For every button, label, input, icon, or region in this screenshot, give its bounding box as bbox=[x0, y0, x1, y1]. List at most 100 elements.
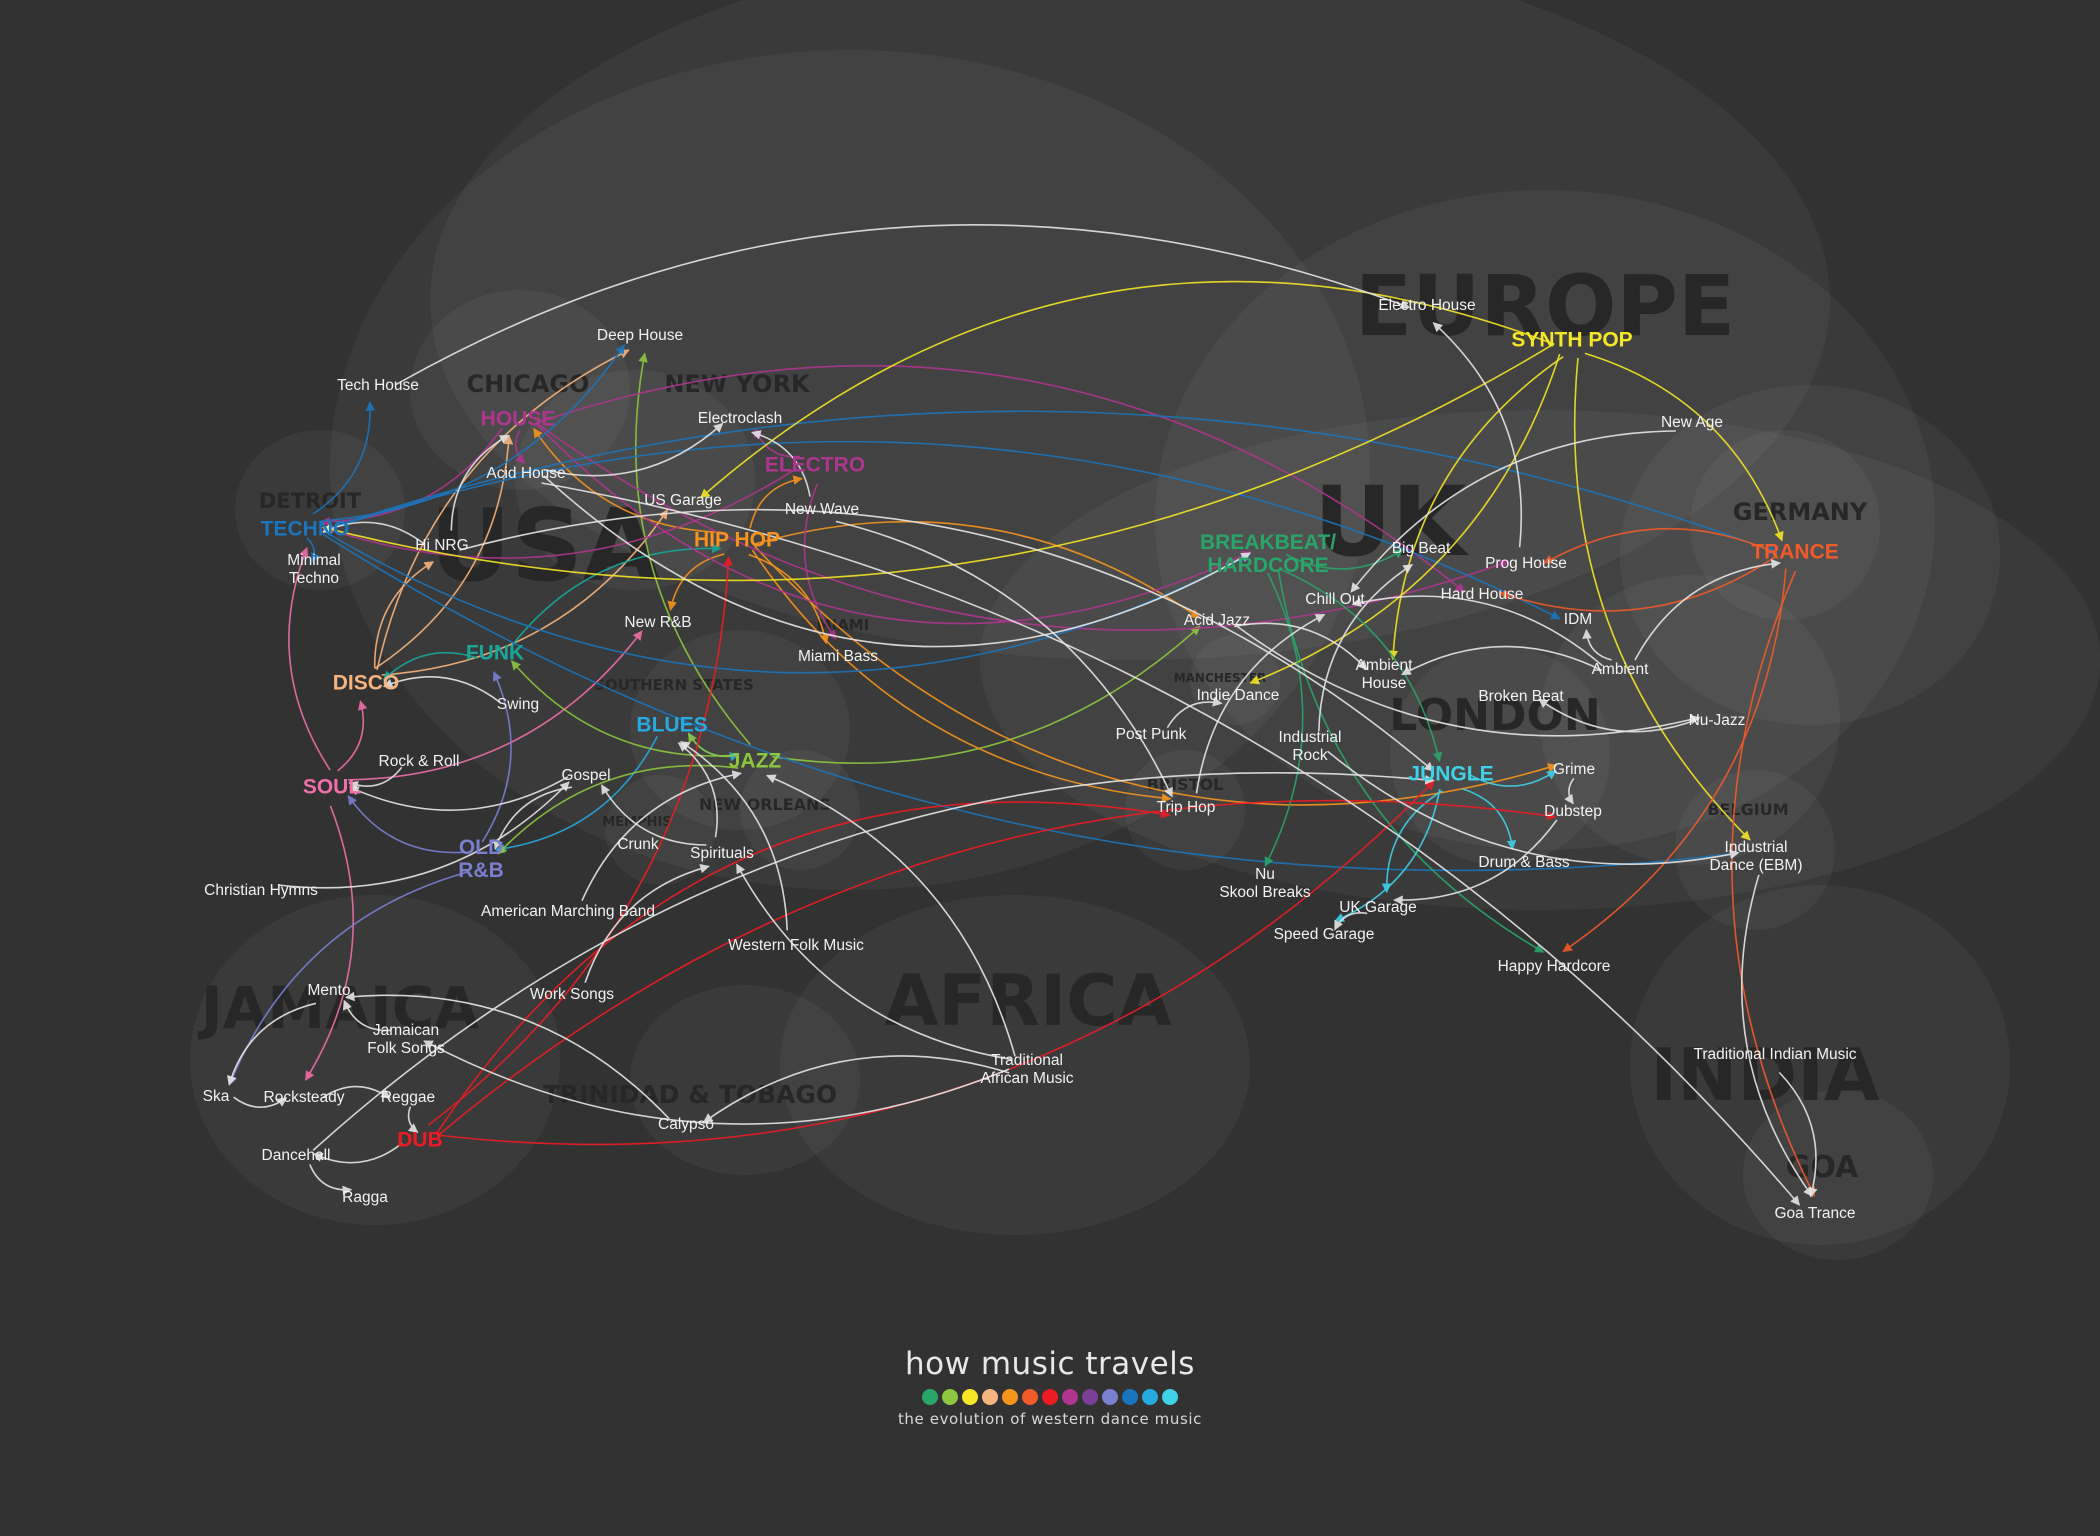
connection-new-wave-to-trip-hop bbox=[835, 520, 1173, 798]
connection-hiphop-to-acid-jazz bbox=[754, 520, 1200, 619]
connection-acid-house-to-breakbeat bbox=[543, 475, 1251, 648]
connection-hiphop-to-trip-hop bbox=[751, 549, 1172, 803]
connection-trance-to-prog-house bbox=[1543, 527, 1778, 564]
genre-node-hiphop: HIP HOP bbox=[694, 529, 780, 552]
connection-soul-to-rocksteady bbox=[304, 805, 354, 1081]
subgenre-node-hard-house: Hard House bbox=[1441, 586, 1524, 603]
subgenre-node-electroclash: Electroclash bbox=[698, 410, 782, 427]
connection-breakbeat-to-big-beat bbox=[1285, 549, 1404, 570]
connection-trad-african-to-spirituals bbox=[735, 863, 1013, 1061]
subgenre-label-dubstep: Dubstep bbox=[1544, 803, 1602, 820]
subgenre-node-goa-trance: Goa Trance bbox=[1775, 1205, 1856, 1222]
subgenre-label-deep-house: Deep House bbox=[597, 327, 683, 344]
subgenre-node-electro-house: Electro House bbox=[1378, 297, 1475, 314]
region-label-usa: USA bbox=[430, 487, 661, 604]
genre-node-trance: TRANCE bbox=[1751, 541, 1839, 564]
subgenre-label-new-rnb: New R&B bbox=[624, 614, 691, 631]
subgenre-node-new-wave: New Wave bbox=[785, 501, 859, 518]
connection-american-marching-to-jazz bbox=[581, 770, 742, 902]
legend-dot bbox=[1082, 1389, 1098, 1405]
connection-industrial-dance-to-goa-trance bbox=[1740, 874, 1813, 1197]
subgenre-label-mento: Mento bbox=[307, 982, 350, 999]
connection-acid-jazz-to-ambient-house bbox=[1233, 622, 1368, 671]
subgenre-label-christian-hymns: Christian Hymns bbox=[204, 882, 318, 899]
subgenre-label-tech-house: Tech House bbox=[337, 377, 419, 394]
subgenre-node-mento: Mento bbox=[307, 982, 350, 999]
connection-synthpop-to-techno bbox=[321, 343, 1555, 582]
genre-label-techno: TECHNO bbox=[261, 518, 350, 541]
subgenre-node-gospel: Gospel bbox=[561, 767, 610, 784]
subgenre-label-western-folk: Western Folk Music bbox=[728, 937, 864, 954]
connection-electro-to-miami-bass bbox=[803, 483, 837, 640]
genre-node-jungle: JUNGLE bbox=[1408, 763, 1493, 786]
connection-mento-to-ska bbox=[227, 1002, 317, 1086]
subgenre-label-idm: IDM bbox=[1564, 611, 1592, 628]
genre-label-soul: SOUL bbox=[303, 776, 362, 799]
subgenre-label-uk-garage: UK Garage bbox=[1339, 899, 1417, 916]
subgenre-label-swing: Swing bbox=[497, 696, 539, 713]
legend-dot bbox=[1002, 1389, 1018, 1405]
connection-dub-to-dancehall bbox=[313, 1142, 403, 1164]
subgenre-label-trip-hop: Trip Hop bbox=[1157, 799, 1216, 816]
subgenre-node-indie-dance: Indie Dance bbox=[1197, 687, 1280, 704]
subgenre-label-dancehall: Dancehall bbox=[262, 1147, 331, 1164]
connection-ambient-to-trance bbox=[1634, 559, 1781, 661]
genre-label-trance: TRANCE bbox=[1751, 541, 1839, 564]
subgenre-label-electroclash: Electroclash bbox=[698, 410, 782, 427]
connection-new-wave-to-electroclash bbox=[751, 430, 811, 497]
connection-calypso-to-mento bbox=[344, 991, 670, 1120]
subgenre-label-trad-indian: Traditional Indian Music bbox=[1693, 1046, 1856, 1063]
genre-node-dub: DUB bbox=[397, 1129, 443, 1152]
connection-acid-house-to-electroclash bbox=[543, 422, 724, 477]
connection-spirituals-to-gospel bbox=[600, 784, 707, 846]
subgenre-node-dancehall: Dancehall bbox=[262, 1147, 331, 1164]
subgenre-node-ska: Ska bbox=[203, 1088, 230, 1105]
subgenre-label-big-beat: Big Beat bbox=[1392, 540, 1451, 557]
connection-grime-to-dubstep bbox=[1564, 777, 1575, 805]
subgenre-node-crunk: Crunk bbox=[617, 836, 659, 853]
genre-label-blues: BLUES bbox=[636, 714, 707, 737]
subgenre-node-reggae: Reggae bbox=[381, 1089, 435, 1106]
subgenre-label-calypso: Calypso bbox=[658, 1116, 714, 1133]
connection-funk-to-hiphop bbox=[510, 543, 722, 647]
connection-work-songs-to-spirituals bbox=[584, 863, 710, 983]
connection-house-to-breakbeat bbox=[535, 422, 1252, 625]
connection-dub-to-dubstep bbox=[436, 799, 1557, 1137]
genre-node-disco: DISCO bbox=[333, 672, 400, 695]
connection-techno-to-minimal-techno bbox=[306, 537, 321, 563]
connection-techno-to-idm bbox=[322, 440, 1561, 620]
connection-oldrnb-to-soul bbox=[347, 795, 465, 854]
subgenre-node-tech-house: Tech House bbox=[337, 377, 419, 394]
connection-synthpop-to-ambient-house bbox=[1388, 356, 1564, 661]
connection-new-age-to-chill-out bbox=[1350, 430, 1676, 593]
connection-breakbeat-to-happy-hardcore bbox=[1277, 569, 1545, 953]
subgenre-label-chill-out: Chill Out bbox=[1305, 591, 1365, 608]
region-label-detroit: DETROIT bbox=[259, 489, 362, 513]
genre-node-synthpop: SYNTH POP bbox=[1511, 329, 1632, 352]
legend-dot bbox=[922, 1389, 938, 1405]
region-label-europe: EUROPE bbox=[1355, 257, 1736, 355]
connection-blues-to-oldrnb bbox=[494, 735, 659, 854]
region-blob bbox=[1155, 190, 1935, 850]
subgenre-node-us-garage: US Garage bbox=[644, 492, 722, 509]
connection-spirituals-to-blues bbox=[677, 742, 718, 838]
connection-trance-to-hard-house bbox=[1498, 554, 1778, 612]
subgenre-node-miami-bass: Miami Bass bbox=[798, 648, 878, 665]
subgenre-node-acid-jazz: Acid Jazz bbox=[1184, 612, 1250, 629]
region-blob bbox=[410, 290, 630, 490]
connection-techno-to-trance bbox=[322, 410, 1778, 555]
subgenre-label-happy-hardcore: Happy Hardcore bbox=[1498, 958, 1611, 975]
region-blob bbox=[515, 370, 755, 590]
connections bbox=[227, 224, 1818, 1206]
subgenre-node-broken-beat: Broken Beat bbox=[1478, 688, 1564, 705]
legend-dot bbox=[1102, 1389, 1118, 1405]
subgenre-label-goa-trance: Goa Trance bbox=[1775, 1205, 1856, 1222]
subgenre-node-rock-roll: Rock & Roll bbox=[379, 753, 460, 770]
subgenre-label-miami-bass: Miami Bass bbox=[798, 648, 878, 665]
genre-label-electro: ELECTRO bbox=[765, 454, 865, 477]
legend-dot bbox=[1022, 1389, 1038, 1405]
